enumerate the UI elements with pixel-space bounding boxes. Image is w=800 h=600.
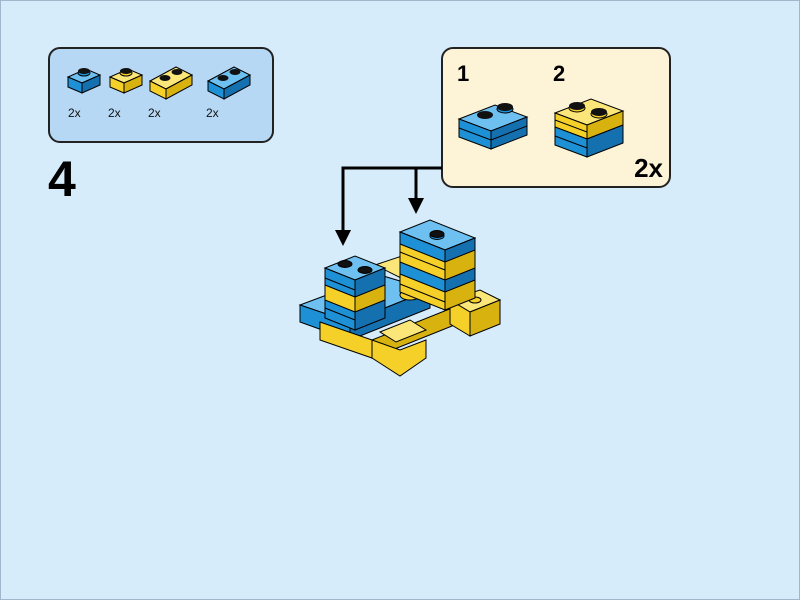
arrow-head-icon — [335, 230, 351, 246]
subassembly-multiplier: 2x — [634, 153, 663, 183]
model-right-tower — [398, 219, 477, 311]
substep-1-model-icon — [457, 103, 529, 150]
blue-1x2-brick-icon — [206, 66, 252, 100]
parts-list: 2x 2x 2x 2x — [48, 47, 274, 143]
part-yellow-1x2 — [146, 59, 196, 104]
part-qty: 2x — [206, 106, 219, 120]
part-qty: 2x — [108, 106, 121, 120]
part-qty: 2x — [148, 106, 161, 120]
substep-number: 1 — [457, 61, 470, 86]
subassembly-callout: 1 2 2x — [441, 47, 671, 188]
placement-arrows — [341, 166, 442, 232]
step-number: 4 — [48, 151, 76, 207]
yellow-1x1-brick-icon — [108, 68, 144, 94]
part-yellow-1x1 — [106, 59, 146, 104]
substep-2-model-icon — [553, 98, 625, 158]
part-qty: 2x — [68, 106, 81, 120]
blue-1x1-brick-icon — [66, 68, 102, 94]
substep-number: 2 — [553, 61, 566, 86]
part-blue-1x1 — [64, 59, 104, 104]
model-left-tower — [323, 255, 387, 331]
yellow-1x2-brick-icon — [148, 66, 194, 100]
arrow-head-icon — [408, 198, 424, 214]
part-blue-1x2 — [204, 59, 254, 104]
